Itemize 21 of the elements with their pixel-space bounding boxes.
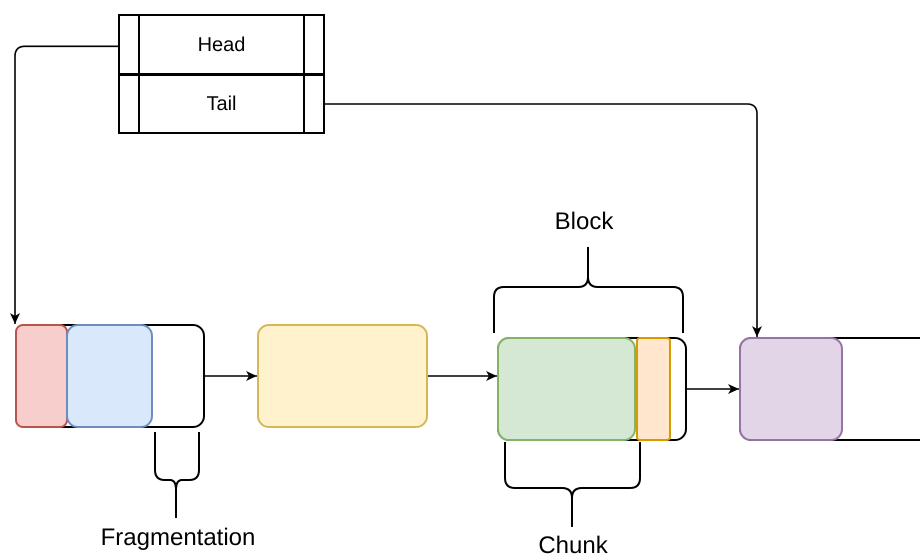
bracket-label: Fragmentation [100,523,256,553]
chunk-box [497,337,636,441]
block-box [15,324,205,428]
row-label: Head [198,32,246,58]
block-box [497,337,687,441]
arrow [687,384,739,394]
bracket-label: Chunk [537,531,609,555]
chunk-box [257,324,428,428]
chunk-box [66,324,153,428]
list-row [118,74,325,134]
arrow [428,371,497,381]
bracket-label: Block [554,207,614,237]
list-row [118,14,325,75]
arrow [325,103,762,337]
row-label: Tail [206,92,236,117]
arrow [205,371,257,381]
chunk-box [15,324,68,428]
chunk-box [636,337,671,441]
block-box [739,337,920,441]
chunk-box [739,337,843,441]
arrow [10,46,118,324]
